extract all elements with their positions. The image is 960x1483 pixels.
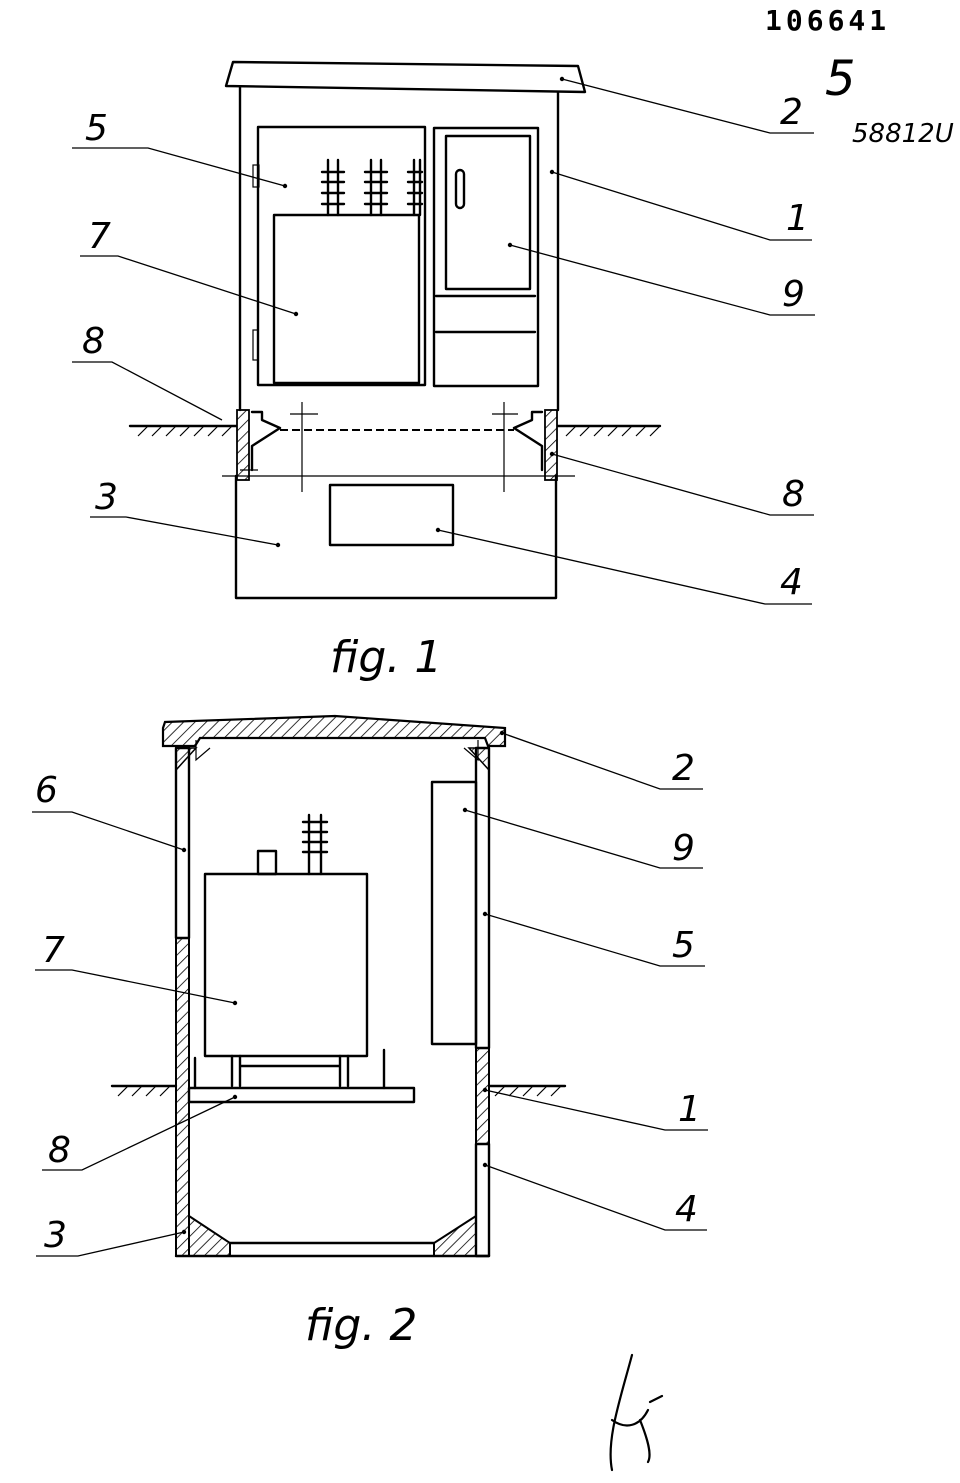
fig1-switchgear-panels bbox=[434, 294, 537, 334]
fig2-top-corner-left bbox=[175, 747, 198, 772]
figure-2: 6 7 8 3 2 9 5 1 4 fig. 2 bbox=[32, 714, 708, 1351]
fig2-label-9: 9 bbox=[672, 828, 695, 869]
fig1-label-8-left: 8 bbox=[82, 321, 105, 362]
fig1-base-flange-right bbox=[512, 409, 558, 481]
fig2-label-1: 1 bbox=[678, 1089, 701, 1130]
fig2-top-corner-right bbox=[467, 747, 490, 772]
fig2-label-7: 7 bbox=[42, 930, 65, 971]
reference-code: 58812U bbox=[852, 119, 954, 149]
signature-mark bbox=[609, 1353, 664, 1472]
figure-1: 5 7 8 3 2 1 9 8 4 fig. 1 bbox=[72, 60, 815, 683]
fig1-base-flange-left bbox=[236, 409, 282, 481]
fig2-wall-right-upper bbox=[474, 746, 491, 1050]
fig1-upper-body bbox=[238, 85, 560, 412]
document-number: 106641 bbox=[765, 4, 890, 37]
fig2-label-5: 5 bbox=[672, 925, 695, 966]
fig1-center-marks bbox=[222, 402, 575, 492]
fig1-caption: fig. 1 bbox=[330, 632, 442, 683]
fig2-transformer bbox=[203, 872, 369, 1058]
fig1-base-body bbox=[234, 474, 558, 600]
fig1-label-1: 1 bbox=[786, 198, 809, 239]
fig2-switchgear bbox=[430, 780, 478, 1046]
fig1-ground-left bbox=[128, 424, 238, 437]
fig2-support-beam bbox=[187, 1086, 416, 1104]
fig1-transformer-compartment bbox=[256, 125, 427, 387]
fig2-label-3: 3 bbox=[44, 1215, 67, 1256]
fig2-label-6: 6 bbox=[35, 770, 58, 811]
fig1-label-7: 7 bbox=[88, 216, 111, 257]
fig1-vent-grill bbox=[328, 483, 455, 547]
fig1-roof bbox=[224, 60, 587, 94]
fig2-roof-inner bbox=[195, 740, 479, 762]
fig2-leaders bbox=[32, 732, 708, 1257]
fig2-wall-right-hatch bbox=[475, 1047, 490, 1145]
fig1-bushings bbox=[320, 158, 424, 217]
fig2-wall-left-lower bbox=[175, 937, 190, 1257]
fig1-switchgear-compartment bbox=[432, 126, 540, 388]
fig2-caption: fig. 2 bbox=[305, 1300, 417, 1351]
fig2-corner-left bbox=[188, 1214, 231, 1257]
fig2-wall-left-upper bbox=[174, 746, 191, 940]
fig1-compartment-hinge-low bbox=[252, 329, 259, 361]
fig1-label-2: 2 bbox=[780, 92, 803, 133]
fig1-compartment-hinge bbox=[252, 164, 260, 188]
fig2-wall-right-lower bbox=[474, 1142, 491, 1258]
fig1-label-5: 5 bbox=[85, 108, 108, 149]
fig2-label-2: 2 bbox=[672, 748, 695, 789]
fig1-ground-right bbox=[556, 424, 662, 437]
fig1-transformer bbox=[272, 213, 421, 385]
fig1-label-9: 9 bbox=[782, 274, 805, 315]
fig2-leader-dots bbox=[181, 730, 505, 1235]
fig2-transformer-bushing-high bbox=[301, 813, 329, 876]
fig2-label-4: 4 bbox=[675, 1189, 698, 1230]
fig2-roof bbox=[161, 714, 507, 748]
fig1-label-4: 4 bbox=[780, 562, 803, 603]
fig1-label-8-right: 8 bbox=[782, 474, 805, 515]
page-mark: 5 bbox=[825, 51, 856, 107]
fig2-ground-right bbox=[487, 1084, 567, 1097]
fig2-ground-left bbox=[110, 1084, 178, 1097]
fig1-leaders bbox=[72, 78, 815, 605]
fig2-transformer-bushing-low bbox=[256, 849, 278, 876]
fig2-corner-right bbox=[433, 1214, 477, 1257]
fig1-leader-dots bbox=[275, 76, 565, 548]
fig1-label-3: 3 bbox=[95, 477, 118, 518]
fig2-transformer-base bbox=[193, 1048, 386, 1090]
fig2-label-8: 8 bbox=[48, 1130, 71, 1171]
fig1-switchgear-door bbox=[444, 134, 532, 291]
fig1-door-handle bbox=[454, 168, 466, 210]
